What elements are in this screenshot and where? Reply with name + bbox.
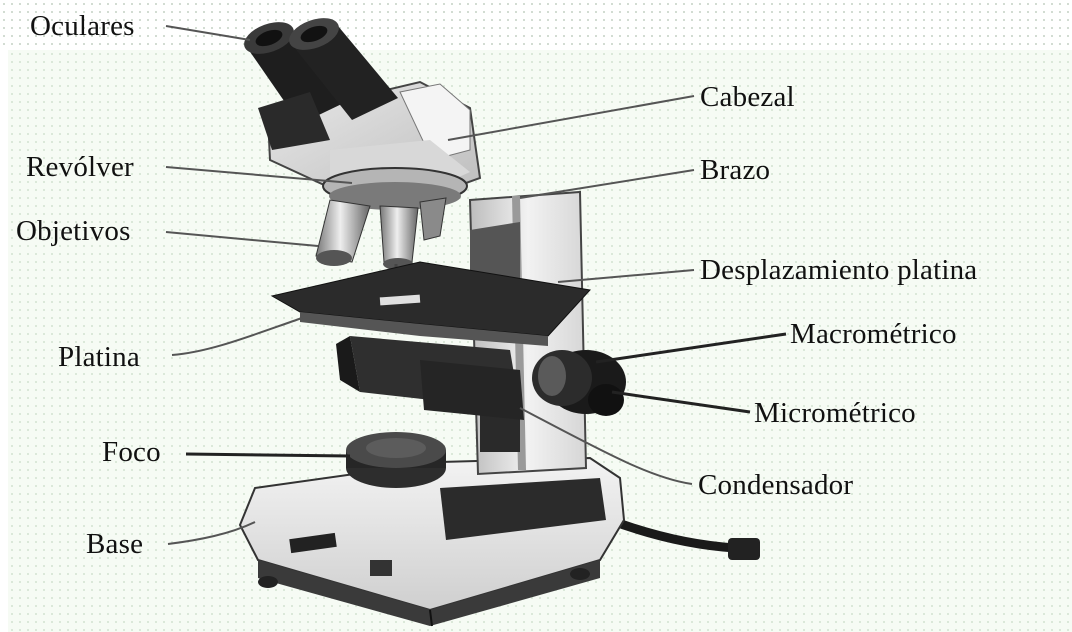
label-platina: Platina [58,340,140,374]
label-objetivos: Objetivos [16,214,131,248]
leader-cabezal [448,96,694,140]
label-base: Base [86,527,143,561]
power-cord [610,520,760,560]
leader-platina [172,318,302,355]
label-foco: Foco [102,435,161,469]
leader-macrometrico [596,334,786,362]
leader-objetivos [166,232,318,246]
leader-oculares [166,26,250,40]
leader-brazo [520,170,694,198]
label-macrometrico: Macrométrico [790,317,957,351]
label-cabezal: Cabezal [700,80,795,114]
leader-micrometrico [612,392,750,412]
label-brazo: Brazo [700,153,770,187]
base-body [240,458,624,626]
leader-foco [186,454,350,456]
label-oculares: Oculares [30,9,135,43]
label-revolver: Revólver [26,150,134,184]
label-condensador: Condensador [698,468,853,502]
label-micrometrico: Micrométrico [754,396,916,430]
label-desplazamiento-platina: Desplazamiento platina [700,253,977,287]
focus-lamp [346,432,446,488]
